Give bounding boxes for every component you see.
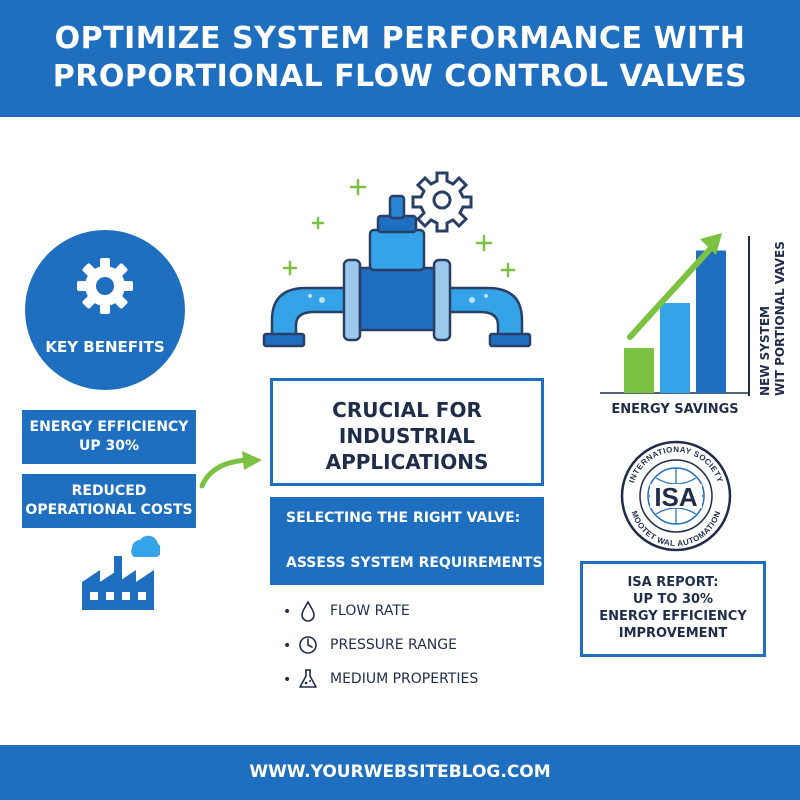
bullet-label: FLOW RATE: [330, 603, 410, 619]
page-title: OPTIMIZE SYSTEM PERFORMANCE WITH PROPORT…: [0, 20, 800, 96]
gauge-icon: [299, 636, 317, 654]
gear-icon: [77, 258, 133, 314]
benefit-2-line-1: REDUCED: [71, 483, 147, 499]
isa-report-line-4: IMPROVEMENT: [618, 626, 728, 641]
benefit-energy-efficiency: ENERGY EFFICIENCY UP 30%: [22, 410, 196, 464]
bullet-marker: •: [283, 672, 292, 688]
bullet-pressure-range: • PRESSURE RANGE: [283, 634, 523, 658]
selecting-valve-heading: SELECTING THE RIGHT VALVE:: [286, 510, 521, 526]
bullet-medium-properties: • MEDIUM PROPERTIES: [283, 668, 523, 692]
droplet-icon: [301, 600, 315, 622]
isa-seal-logo: INTERNATIONAY SOCIETY MOOTET WAL AUTOMAT…: [620, 440, 732, 552]
footer-banner: [0, 745, 800, 800]
bullet-marker: •: [283, 604, 292, 620]
benefit-2-line-2: OPERATIONAL COSTS: [25, 502, 193, 518]
arrow-right-icon: [199, 451, 262, 489]
chart-bar-2: [660, 303, 690, 393]
bullet-label: MEDIUM PROPERTIES: [330, 671, 479, 687]
flask-icon: [299, 669, 317, 688]
crucial-applications-box: CRUCIAL FOR INDUSTRIAL APPLICATIONS: [270, 378, 544, 486]
isa-report-line-1: ISA REPORT:: [627, 575, 719, 590]
chart-bar-1: [624, 348, 654, 393]
isa-report-line-2: UP TO 30%: [632, 592, 714, 607]
benefit-1-line-2: UP 30%: [78, 438, 139, 454]
crucial-line-1: CRUCIAL FOR: [332, 398, 482, 422]
assess-requirements-text: ASSESS SYSTEM REQUIREMENTS: [286, 555, 543, 571]
energy-savings-caption: ENERGY SAVINGS: [611, 402, 739, 417]
footer-url-link[interactable]: WWW.YOURWEBSITEBLOG.COM: [249, 762, 551, 782]
side-label-line-1: NEW SYSTEM: [758, 306, 772, 396]
page-title-line-1: OPTIMIZE SYSTEM PERFORMANCE WITH: [54, 21, 746, 56]
benefit-reduced-costs: REDUCED OPERATIONAL COSTS: [22, 474, 196, 528]
chart-bar-3: [696, 250, 726, 393]
trend-arrow-head: [700, 233, 722, 255]
trend-arrow-shaft: [627, 244, 715, 340]
energy-savings-chart: [600, 233, 750, 394]
key-benefits-heading: KEY BENEFITS: [45, 338, 165, 356]
bullet-label: PRESSURE RANGE: [330, 637, 457, 653]
bullet-flow-rate: • FLOW RATE: [283, 600, 523, 624]
valve-illustration: [262, 171, 532, 348]
page-title-line-2: PROPORTIONAL FLOW CONTROL VALVES: [52, 59, 748, 94]
legend-divider: [748, 236, 750, 396]
svg-text:ISA: ISA: [654, 482, 698, 512]
bullet-marker: •: [283, 638, 292, 654]
header-banner: [0, 0, 800, 117]
isa-report-line-3: ENERGY EFFICIENCY: [599, 609, 747, 624]
benefit-1-line-1: ENERGY EFFICIENCY: [29, 419, 189, 435]
selecting-valve-box: [270, 497, 544, 585]
side-label-line-2: WIT PORTIONAL VAVES: [773, 241, 787, 396]
crucial-line-3: APPLICATIONS: [325, 450, 489, 474]
isa-report-box: ISA REPORT: UP TO 30% ENERGY EFFICIENCY …: [580, 561, 766, 657]
factory-icon: [82, 535, 160, 610]
chart-bars: [624, 250, 726, 393]
chart-side-label: NEW SYSTEM WIT PORTIONAL VAVES: [748, 236, 788, 396]
crucial-line-2: INDUSTRIAL: [338, 424, 476, 448]
